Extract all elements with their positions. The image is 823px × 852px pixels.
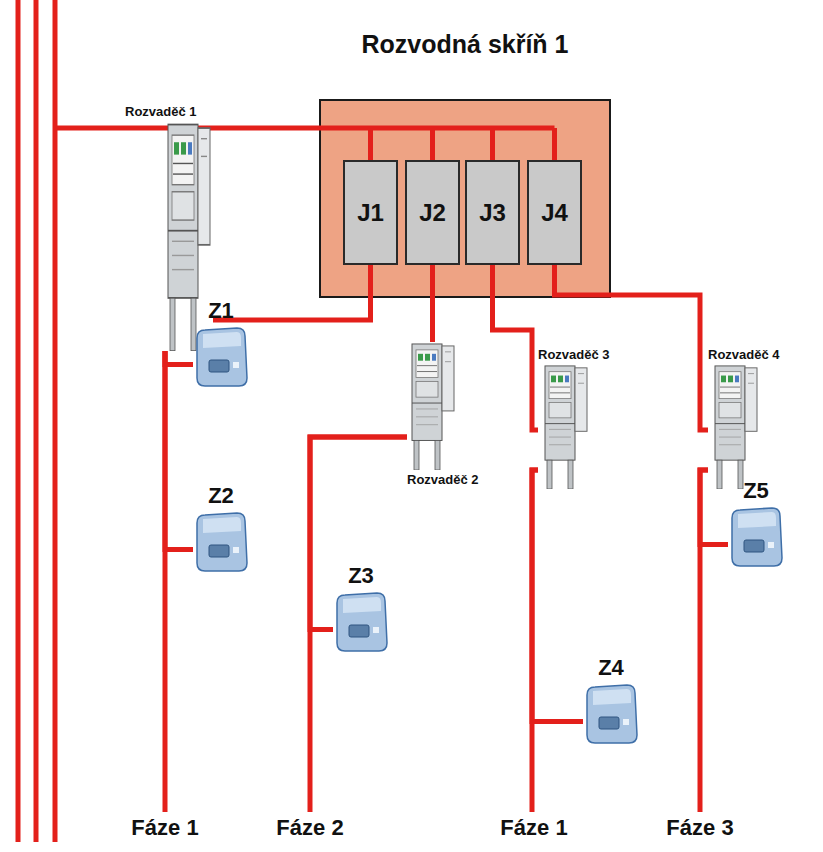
cabinet-label: Rozvaděč 4 — [708, 347, 780, 362]
adapter-label: Z5 — [743, 478, 769, 504]
wire-connector — [165, 351, 193, 549]
cabinet-picture — [163, 121, 213, 351]
distribution-cabinet: Rozvaděč 1 — [125, 102, 213, 351]
phase-label: Fáze 1 — [500, 815, 567, 841]
phase-label: Fáze 3 — [666, 815, 733, 841]
adapter-label: Z3 — [348, 563, 374, 589]
adapter-label: Z1 — [208, 298, 234, 324]
cabinet-label: Rozvaděč 1 — [125, 104, 197, 119]
module-label: J4 — [541, 199, 568, 227]
phase-wire — [310, 437, 407, 812]
breaker-module: J3 — [465, 160, 520, 265]
breaker-module: J4 — [527, 160, 582, 265]
box-heading: Rozvodná skříň 1 — [320, 30, 610, 59]
distribution-cabinet: Rozvaděč 2 — [407, 342, 479, 489]
adapter-picture — [728, 506, 784, 568]
adapter-picture — [193, 511, 249, 573]
cabinet-picture — [540, 364, 590, 489]
adapter-label: Z4 — [598, 655, 624, 681]
module-label: J2 — [419, 199, 446, 227]
powerline-adapter: Z4 — [583, 655, 639, 745]
module-label: J3 — [479, 199, 506, 227]
adapter-picture — [193, 326, 249, 388]
distribution-box: Rozvodná skříň 1J1J2J3J4 — [320, 100, 610, 297]
wire-connector — [700, 470, 728, 544]
cabinet-picture — [407, 342, 457, 470]
feed-line — [55, 126, 555, 131]
phase-label: Fáze 1 — [131, 815, 198, 841]
bus-line — [34, 0, 39, 842]
distribution-cabinet: Rozvaděč 3 — [538, 345, 610, 489]
adapter-picture — [583, 683, 639, 745]
cabinet-label: Rozvaděč 2 — [407, 472, 479, 487]
powerline-adapter: Z3 — [333, 563, 389, 653]
powerline-adapter: Z2 — [193, 483, 249, 573]
adapter-picture — [333, 591, 389, 653]
wire-connector — [213, 265, 371, 320]
wire-connector — [430, 265, 435, 342]
wire-connector — [532, 470, 583, 721]
feed-drop — [490, 128, 495, 160]
feed-drop — [368, 128, 373, 160]
feed-drop — [552, 128, 557, 160]
wire-connector — [310, 437, 407, 629]
cabinet-picture — [710, 364, 760, 489]
wire-connector — [165, 351, 193, 364]
feed-drop — [430, 128, 435, 160]
powerline-adapter: Z1 — [193, 298, 249, 388]
distribution-cabinet: Rozvaděč 4 — [708, 345, 780, 489]
breaker-module: J1 — [343, 160, 398, 265]
phase-label: Fáze 2 — [276, 815, 343, 841]
wire-connector — [493, 265, 539, 430]
cabinet-label: Rozvaděč 3 — [538, 347, 610, 362]
module-label: J1 — [357, 199, 384, 227]
breaker-module: J2 — [405, 160, 460, 265]
bus-line — [16, 0, 21, 842]
powerline-adapter: Z5 — [728, 478, 784, 568]
adapter-label: Z2 — [208, 483, 234, 509]
